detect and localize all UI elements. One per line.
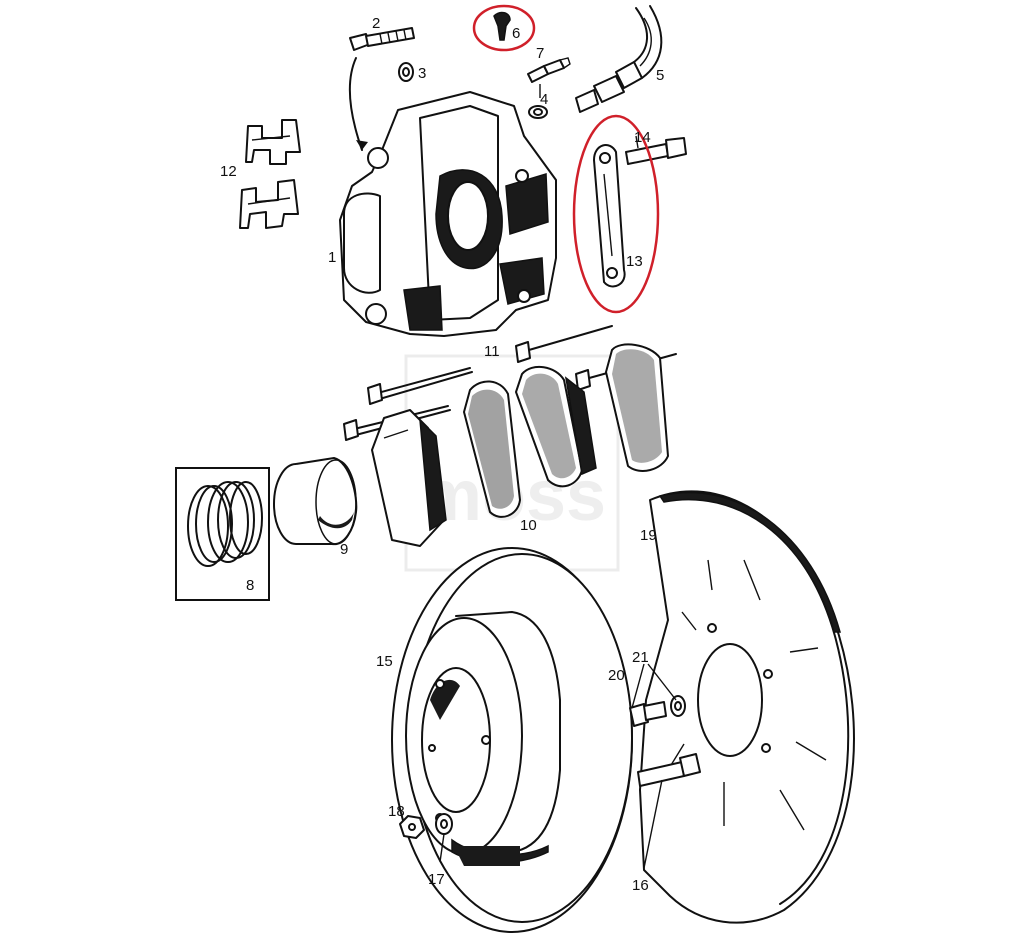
part-14-bolt <box>625 137 687 165</box>
part-10-pad-b <box>463 380 521 518</box>
label-18: 18 <box>388 803 405 820</box>
part-10-pad-c <box>515 365 597 488</box>
label-6: 6 <box>512 25 520 42</box>
label-12: 12 <box>220 163 237 180</box>
part-12-clips <box>239 119 301 229</box>
label-5: 5 <box>656 67 664 84</box>
part-8-seal-kit <box>175 467 270 601</box>
highlight-part-13 <box>572 114 660 314</box>
leader-lines <box>439 84 677 869</box>
part-17-washer <box>435 813 453 835</box>
label-16: 16 <box>632 877 649 894</box>
label-8: 8 <box>246 577 254 594</box>
part-3-washer <box>398 62 414 82</box>
label-7: 7 <box>536 45 544 62</box>
label-19: 19 <box>640 527 657 544</box>
part-7-bleed-screw <box>527 57 571 83</box>
part-4-seal <box>528 105 548 119</box>
part-9-piston <box>273 457 358 546</box>
label-17: 17 <box>428 871 445 888</box>
label-4: 4 <box>540 91 548 108</box>
label-11: 11 <box>484 343 500 360</box>
part-10-pad-d <box>605 343 669 472</box>
label-9: 9 <box>340 541 348 558</box>
label-10: 10 <box>520 517 537 534</box>
part-5-hose <box>575 5 663 113</box>
part-13-plate <box>593 144 626 288</box>
label-21: 21 <box>632 649 649 666</box>
label-15: 15 <box>376 653 393 670</box>
part-21-washer <box>670 695 686 717</box>
part-15-disc <box>391 547 633 933</box>
part-10-pad-a <box>371 409 447 547</box>
highlight-part-6 <box>472 4 536 52</box>
part-20-bolt <box>629 701 667 727</box>
part-2-bolt <box>348 27 415 151</box>
part-18-nut <box>399 815 425 839</box>
part-1-caliper <box>339 91 557 337</box>
part-19-shield <box>639 490 855 924</box>
part-16-bolt <box>637 753 701 787</box>
label-20: 20 <box>608 667 625 684</box>
label-3: 3 <box>418 65 426 82</box>
callout-labels: 2 3 6 7 4 5 14 13 12 1 11 10 9 8 19 15 2… <box>220 15 664 894</box>
part-6-bleed-cap <box>493 11 511 41</box>
label-2: 2 <box>372 15 380 32</box>
label-13: 13 <box>626 253 643 270</box>
label-14: 14 <box>634 129 651 146</box>
label-1: 1 <box>328 249 336 266</box>
